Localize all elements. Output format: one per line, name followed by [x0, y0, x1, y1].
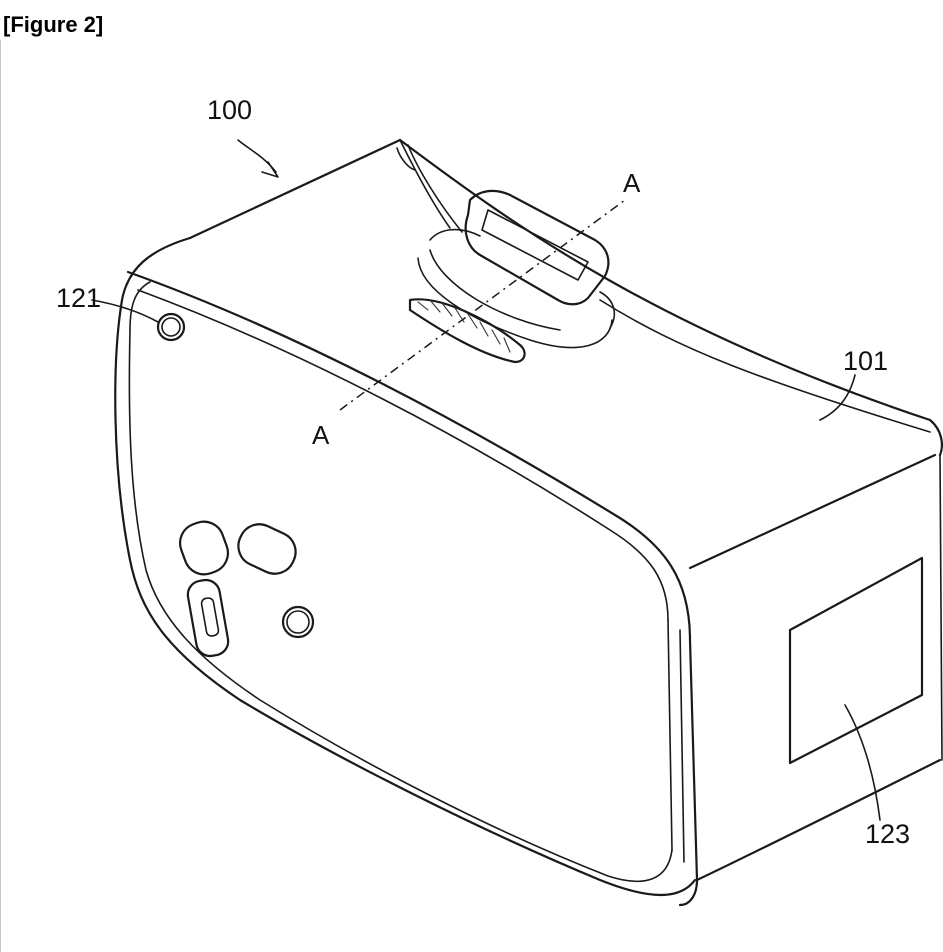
- front-controls: [156, 312, 315, 658]
- leader-lines: [91, 139, 881, 821]
- section-label-top: A: [623, 168, 641, 198]
- figure-caption: [Figure 2]: [3, 12, 104, 37]
- device-body: [114, 138, 943, 907]
- button-3-icon: [281, 605, 315, 639]
- section-line: [339, 199, 626, 411]
- label-121: 121: [56, 283, 101, 313]
- button-2-icon: [237, 523, 297, 575]
- frame-border: [0, 40, 1, 952]
- label-101: 101: [843, 346, 888, 376]
- strap-buckle: [396, 139, 616, 364]
- side-panel: [788, 556, 924, 765]
- section-label-bottom: A: [312, 420, 330, 450]
- sensor-hole-icon: [156, 312, 186, 342]
- button-1-icon: [178, 520, 230, 576]
- label-123: 123: [865, 819, 910, 849]
- label-100: 100: [207, 95, 252, 125]
- slider-switch-icon: [186, 578, 230, 658]
